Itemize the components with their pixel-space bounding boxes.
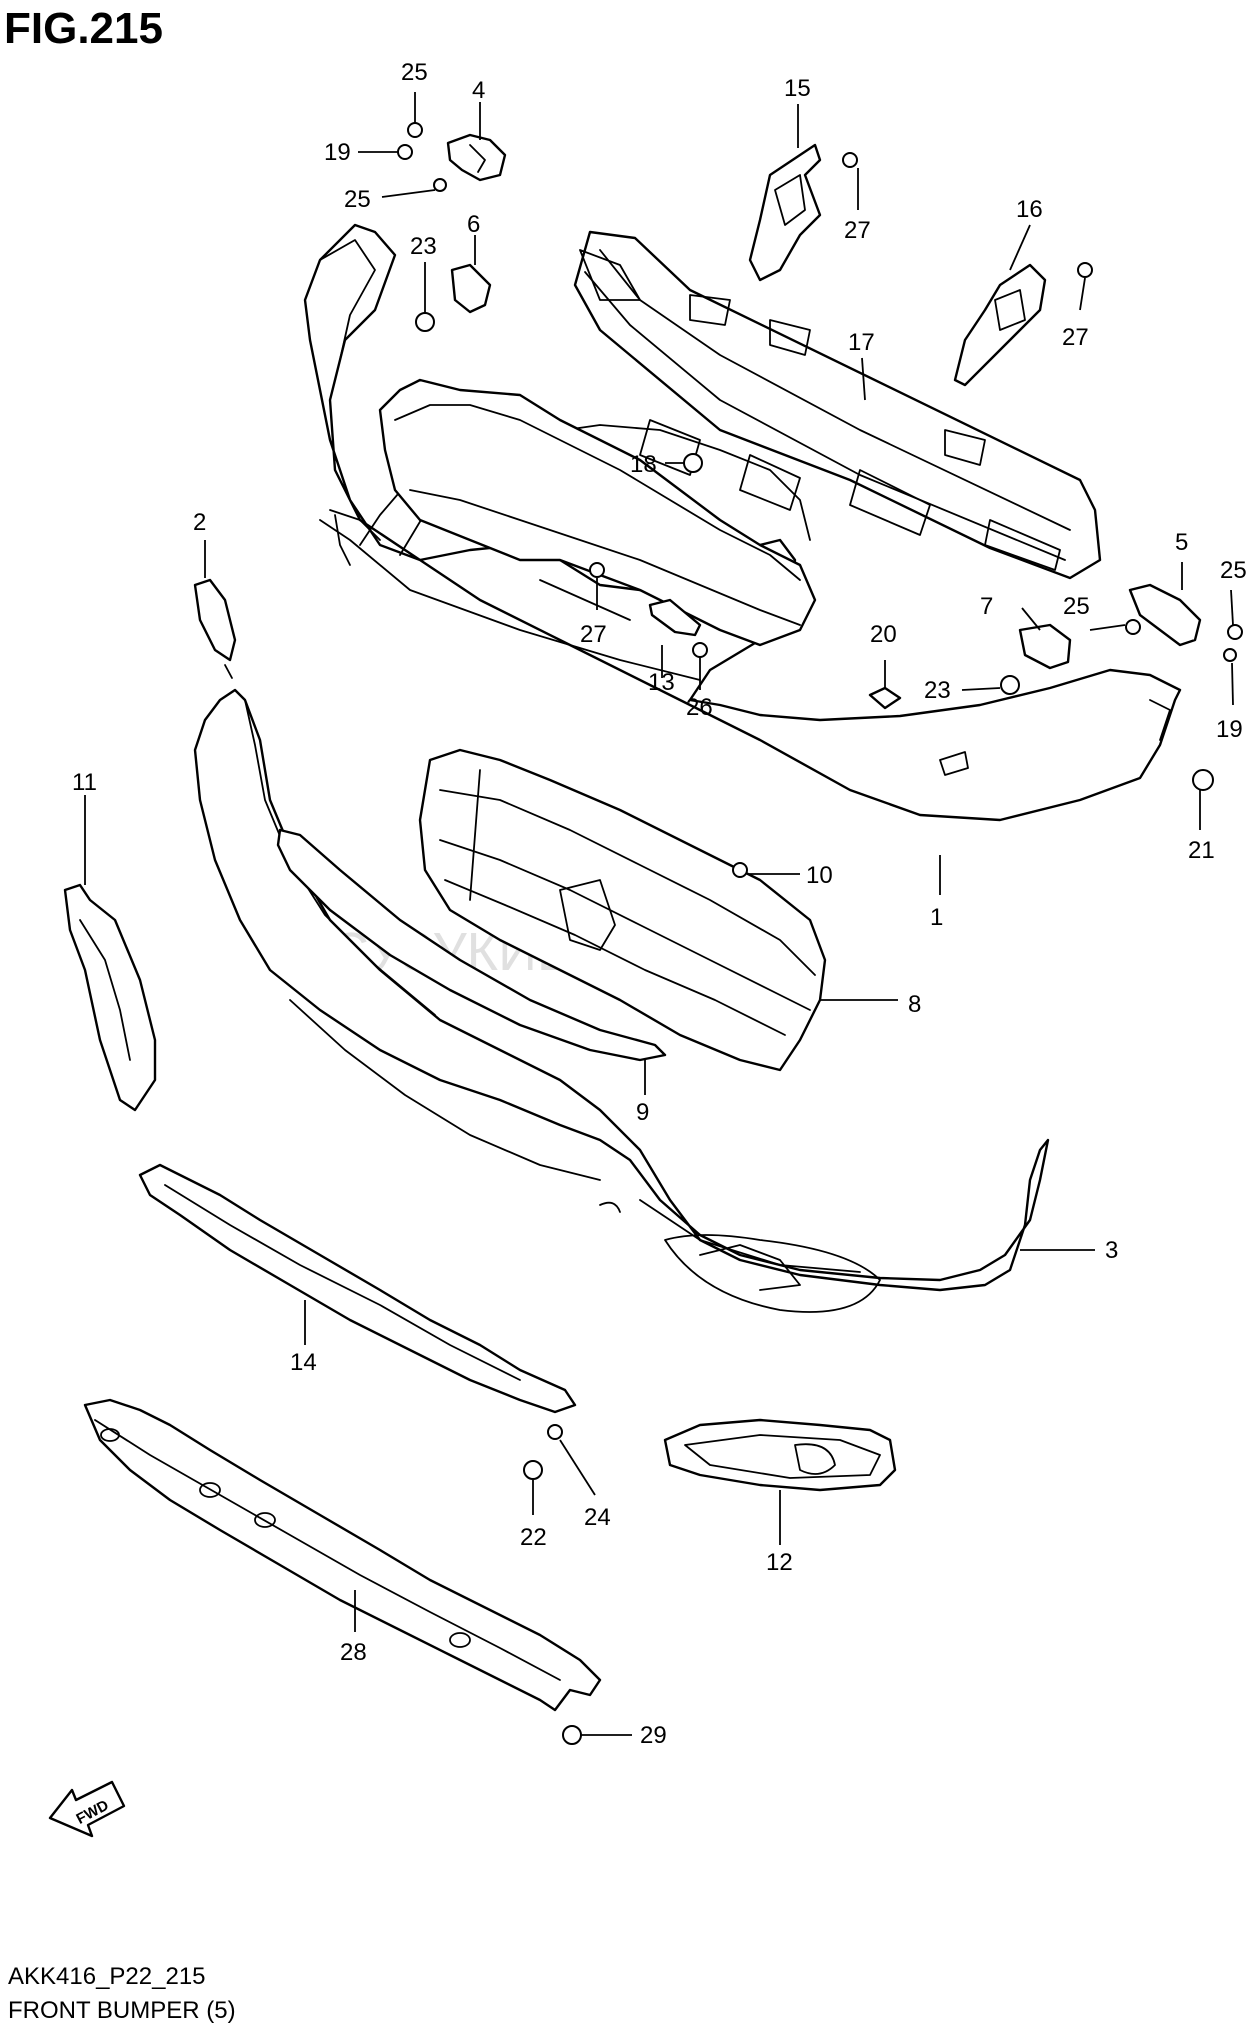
part-2-cap <box>193 578 237 679</box>
callout-27c: 27 <box>1062 324 1089 351</box>
callout-8: 8 <box>908 991 921 1018</box>
callout-23b: 23 <box>924 677 951 704</box>
part-7-bracket <box>1018 623 1072 670</box>
callout-21: 21 <box>1188 837 1215 864</box>
leader-lines <box>84 92 1234 1736</box>
part-8-grille <box>418 748 827 1072</box>
callout-15: 15 <box>784 75 811 102</box>
fasteners <box>397 122 1243 1745</box>
callout-25c: 25 <box>1063 593 1090 620</box>
footer: AKK416_P22_215 FRONT BUMPER (5) <box>8 1960 236 2028</box>
part-1-grille-frame <box>378 378 817 647</box>
callout-7: 7 <box>980 593 993 620</box>
callout-16: 16 <box>1016 196 1043 223</box>
callout-10: 10 <box>806 862 833 889</box>
diagram-caption: FRONT BUMPER (5) <box>8 1997 236 2024</box>
figure-title: FIG.215 <box>4 4 163 53</box>
callout-3: 3 <box>1105 1237 1118 1264</box>
callout-5: 5 <box>1175 529 1188 556</box>
part-4-bracket <box>446 133 507 182</box>
part-12-fog-cover <box>663 1418 897 1492</box>
callout-labels: 1 2 3 4 5 6 7 8 9 10 11 12 13 14 15 16 1… <box>72 59 1247 1749</box>
callout-17: 17 <box>848 329 875 356</box>
callout-28: 28 <box>340 1639 367 1666</box>
callout-27a: 27 <box>580 621 607 648</box>
part-17-upper-absorber <box>573 230 1102 580</box>
callout-20: 20 <box>870 621 897 648</box>
part-28-reinforcement <box>83 1398 602 1712</box>
part-11-side-bracket <box>63 883 157 1112</box>
callout-2: 2 <box>193 509 206 536</box>
callout-4: 4 <box>472 77 485 104</box>
callout-25d: 25 <box>1220 557 1247 584</box>
callout-6: 6 <box>467 211 480 238</box>
callout-9: 9 <box>636 1099 649 1126</box>
part-1-bumper-cover <box>303 223 1182 822</box>
part-5-bracket <box>1128 583 1202 647</box>
callout-11: 11 <box>72 769 97 796</box>
callout-18: 18 <box>630 451 657 478</box>
callout-25b: 25 <box>344 186 371 213</box>
callout-25a: 25 <box>401 59 428 86</box>
callout-19b: 19 <box>1216 716 1243 743</box>
callout-24: 24 <box>584 1504 611 1531</box>
callout-29: 29 <box>640 1722 667 1749</box>
callout-19a: 19 <box>324 139 351 166</box>
callout-12: 12 <box>766 1549 793 1576</box>
callout-14: 14 <box>290 1349 317 1376</box>
callout-26: 26 <box>686 694 713 721</box>
callout-22: 22 <box>520 1524 547 1551</box>
part-6-bracket <box>450 263 492 314</box>
callout-13: 13 <box>648 669 675 696</box>
fwd-arrow-icon: FWD <box>48 1780 126 1838</box>
diagram-code: AKK416_P22_215 <box>8 1963 206 1990</box>
part-9-grille-strip <box>276 828 667 1062</box>
part-14-lower-absorber <box>138 1163 577 1414</box>
callout-23a: 23 <box>410 233 437 260</box>
part-13-clip <box>648 598 702 637</box>
callout-27b: 27 <box>844 217 871 244</box>
part-16-bracket <box>953 263 1047 387</box>
part-15-bracket <box>748 143 822 282</box>
callout-1: 1 <box>930 904 943 931</box>
part-20-nut <box>868 686 902 710</box>
